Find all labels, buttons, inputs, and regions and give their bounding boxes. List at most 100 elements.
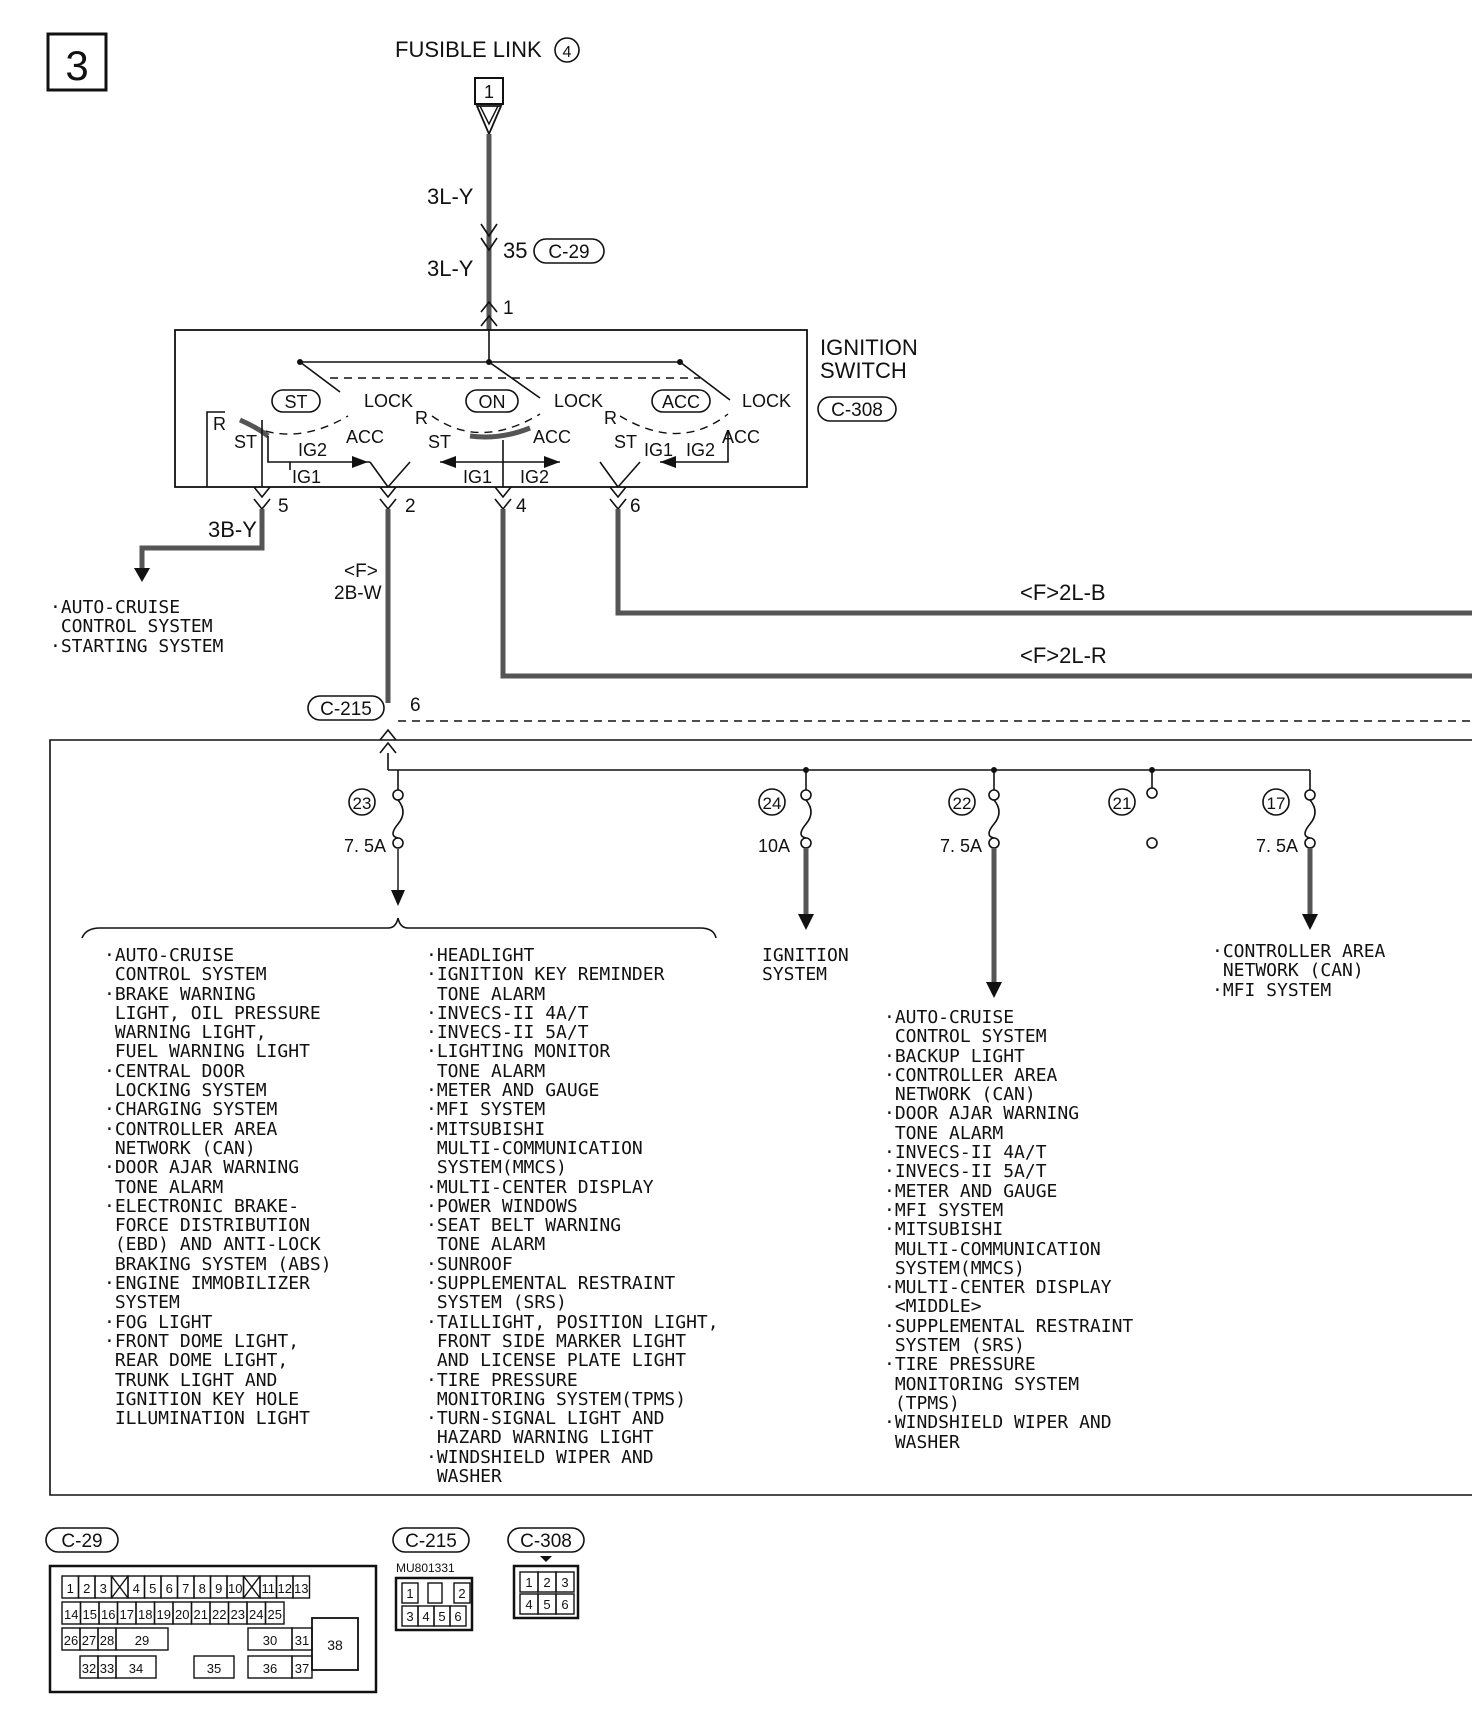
c29-pin-label: 16 <box>101 1607 115 1622</box>
c29-pin-cell <box>115 1655 157 1679</box>
c308-tag-bottom <box>507 1527 585 1553</box>
st-output-arrow <box>134 568 150 582</box>
c29-pin-label: 7 <box>182 1581 189 1596</box>
ig2-wire <box>500 509 1472 679</box>
fusible-link-num-circle <box>554 37 580 63</box>
c29-pin-label: 29 <box>135 1633 149 1648</box>
wire-acc: <F>2L-B <box>1020 580 1106 605</box>
c215-pin-cell <box>401 1582 419 1604</box>
fuse23-destinations-a: ·AUTO-CRUISE CONTROL SYSTEM ·BRAKE WARNI… <box>104 945 332 1430</box>
c29-pin-label: 25 <box>268 1607 282 1622</box>
fuse23-rating: 7. 5A <box>344 836 386 856</box>
c29-pin-label: 18 <box>138 1607 152 1622</box>
fuse17-element <box>1304 799 1316 839</box>
switch-in-pin: 1 <box>503 298 514 319</box>
fuse21-bottom <box>1146 837 1158 849</box>
c29-pin-label: 8 <box>199 1581 206 1596</box>
st-output-wire <box>139 509 265 570</box>
st-internal <box>206 411 330 487</box>
c215-tag-bottom <box>392 1527 470 1553</box>
pos-acc: ACC <box>662 392 700 412</box>
fuse21-top <box>1146 787 1158 799</box>
c29-pin-label: 31 <box>295 1633 309 1648</box>
acc-wire <box>615 509 1472 616</box>
acc-st: ST <box>614 432 637 452</box>
wire-ig1-mark: <F> <box>344 561 378 582</box>
on-acc: ACC <box>533 427 571 447</box>
c308-pin-cell <box>555 1571 575 1593</box>
c215-pin-label: 6 <box>454 1609 461 1624</box>
c215-pin-label: 1 <box>406 1586 413 1601</box>
fuse23-num-circle <box>348 788 376 816</box>
acc-out-internal <box>720 430 729 463</box>
wire-top-lower: 3L-Y <box>427 256 474 281</box>
wire-st-out: 3B-Y <box>208 517 257 542</box>
c29-pin-label: 12 <box>278 1581 292 1596</box>
on-ig1: IG1 <box>463 467 492 487</box>
c29-pin-cell <box>193 1655 235 1679</box>
c215-pin-label: 3 <box>406 1609 413 1624</box>
c29-pin-label: 24 <box>249 1607 263 1622</box>
pin2-merge <box>369 461 411 489</box>
acc-r: R <box>604 408 617 428</box>
c308-tag-top-text: C-308 <box>831 400 883 421</box>
c29-pin-label: 6 <box>166 1581 173 1596</box>
fuse22-element <box>988 799 1000 839</box>
c29-pin-label: 26 <box>64 1633 78 1648</box>
c215-tag-bottom-text: C-215 <box>405 1531 457 1552</box>
c29-face <box>48 1564 378 1694</box>
c308-pin-cell <box>555 1593 575 1615</box>
on-contact-arc <box>431 413 541 434</box>
acc-contact-arc <box>619 413 729 435</box>
c29-connector-chevron <box>480 223 498 252</box>
st-ig1: IG1 <box>292 467 321 487</box>
c308-pin-label: 4 <box>525 1597 532 1612</box>
c29-pin-label: 9 <box>215 1581 222 1596</box>
pos-st: ST <box>284 392 307 412</box>
acc-lock: LOCK <box>742 391 791 411</box>
c308-pin-label: 5 <box>543 1597 550 1612</box>
c215-pin-cell <box>449 1605 467 1627</box>
on-st: ST <box>428 432 451 452</box>
wire-top-upper: 3L-Y <box>427 184 474 209</box>
c215-face <box>394 1576 474 1632</box>
fuse24-bottom <box>800 837 812 849</box>
c308-key <box>540 1556 552 1562</box>
c29-pin-label: 32 <box>82 1661 96 1676</box>
c29-tag-bottom <box>45 1527 119 1553</box>
c29-pin-label: 23 <box>231 1607 245 1622</box>
c215-tag-mid-text: C-215 <box>320 699 372 720</box>
fuse24-rating: 10A <box>758 836 790 856</box>
c29-pin-cell <box>291 1655 313 1679</box>
st-r: R <box>213 414 226 434</box>
st-ig2: IG2 <box>298 440 327 460</box>
c215-pin: 6 <box>410 695 421 716</box>
fuse24-destination: IGNITION SYSTEM <box>762 945 849 986</box>
c29-pin-label: 35 <box>503 238 527 263</box>
c29-pin-label: 21 <box>194 1607 208 1622</box>
pos-st-tag <box>271 389 321 413</box>
fuse17-num: 17 <box>1267 794 1286 813</box>
ignition-switch-box <box>174 329 808 488</box>
fuse17-destinations: ·CONTROLLER AREA NETWORK (CAN) ·MFI SYST… <box>1212 941 1386 1001</box>
c29-pin-blank-mark <box>242 1575 261 1599</box>
pin4-label: 4 <box>516 496 527 517</box>
st-ig1-arrowhead <box>352 456 368 468</box>
fusible-link-pin: 1 <box>484 82 494 102</box>
c215-pin-cell <box>453 1582 471 1604</box>
c29-pin-label: 15 <box>83 1607 97 1622</box>
c29-pin-label: 4 <box>133 1581 140 1596</box>
c29-pin-label: 3 <box>100 1581 107 1596</box>
pin4-chevron <box>494 486 512 511</box>
c215-chevron <box>379 728 397 754</box>
c215-pin-cell <box>427 1582 443 1604</box>
c308-pin-label: 6 <box>561 1597 568 1612</box>
c29-pin-cell <box>115 1627 169 1651</box>
c29-pin-label: 10 <box>228 1581 242 1596</box>
switch-in-chevron <box>480 300 498 327</box>
pin6-merge <box>599 461 641 489</box>
st-destinations: ·AUTO-CRUISE CONTROL SYSTEM ·STARTING SY… <box>50 597 224 657</box>
c29-pin-label: 11 <box>262 1581 276 1596</box>
ignition-switch-title-2: SWITCH <box>820 358 907 383</box>
